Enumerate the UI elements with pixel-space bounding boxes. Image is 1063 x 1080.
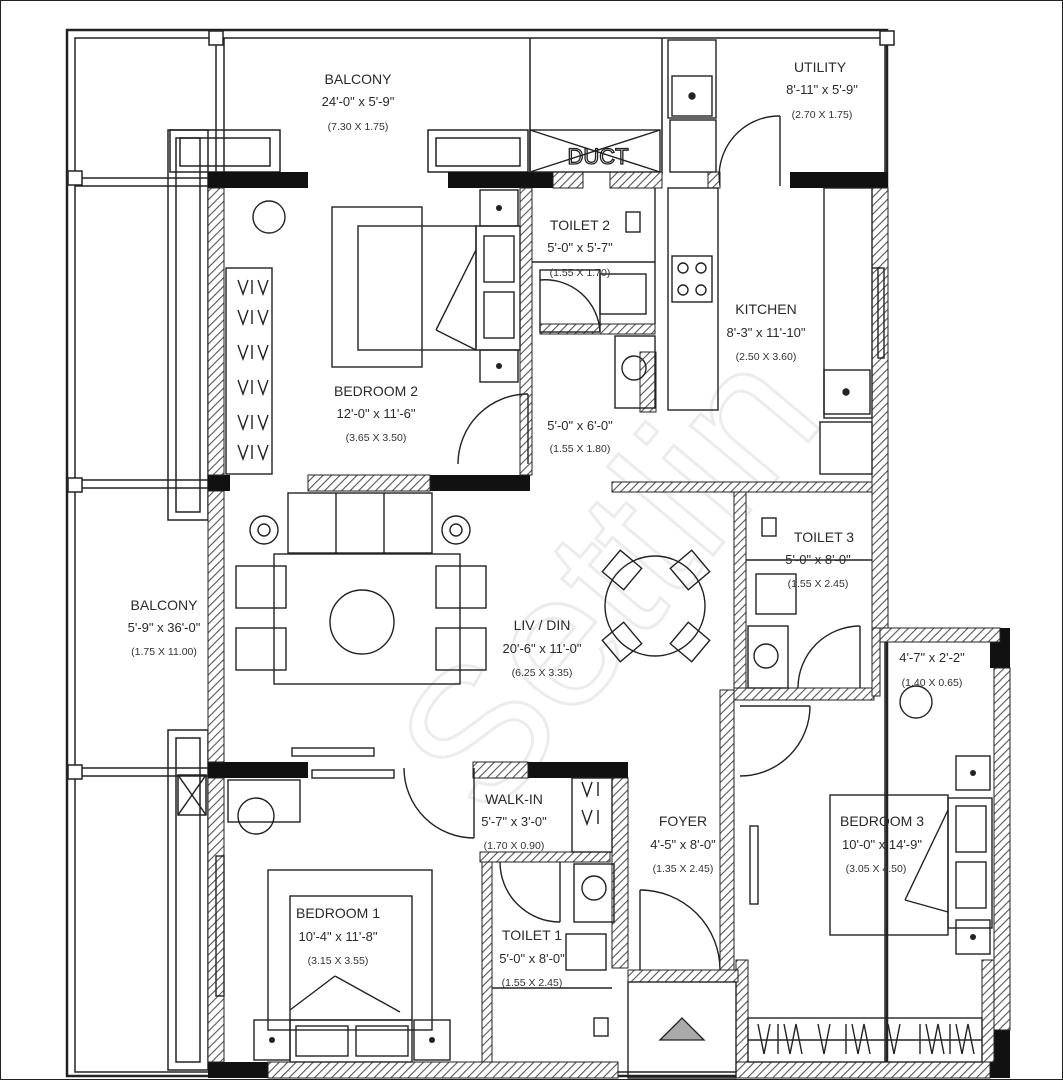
- room-name: BEDROOM 1: [296, 905, 380, 921]
- room-dimension: 8'-11" x 5'-9": [786, 82, 858, 97]
- label-balcony-left: BALCONY 5'-9" x 36'-0" (1.75 X 11.00): [128, 597, 201, 658]
- room-metric: (1.55 X 2.45): [502, 977, 563, 989]
- room-metric: (6.25 X 3.35): [512, 667, 573, 679]
- label-balcony-top: BALCONY 24'-0" x 5'-9" (7.30 X 1.75): [322, 71, 395, 133]
- room-name: FOYER: [659, 813, 707, 829]
- room-dimension: 4'-5" x 8'-0": [650, 837, 716, 852]
- fixtures: [215, 39, 993, 1079]
- room-dimension: 4'-7" x 2'-2": [899, 650, 965, 665]
- entrance-arrow-icon: [658, 1017, 706, 1041]
- room-name: BEDROOM 3: [840, 813, 924, 829]
- room-name: LIV / DIN: [514, 617, 571, 633]
- room-name: KITCHEN: [735, 301, 796, 317]
- label-bedroom-3: BEDROOM 3 10'-0" x 14'-9" (3.05 X 4.50): [840, 813, 924, 875]
- label-toilet-3: TOILET 3 5'-0" x 8'-0" (1.55 X 2.45): [785, 529, 854, 590]
- room-dimension: 24'-0" x 5'-9": [322, 94, 395, 109]
- room-dimension: 5'-0" x 5'-7": [547, 240, 613, 255]
- room-metric: (1.55 X 2.45): [788, 578, 849, 590]
- column-markers: [67, 30, 895, 780]
- room-metric: (1.70 X 0.90): [484, 840, 545, 852]
- room-metric: (7.30 X 1.75): [328, 121, 389, 133]
- fixture-dots: [269, 93, 976, 1043]
- room-name: TOILET 1: [502, 927, 562, 943]
- room-name: TOILET 3: [794, 529, 854, 545]
- room-name: WALK-IN: [485, 791, 543, 807]
- room-metric: (1.55 X 1.80): [550, 443, 611, 455]
- label-kitchen: KITCHEN 8'-3" x 11'-10" (2.50 X 3.60): [727, 301, 806, 363]
- walls-hatched: [207, 171, 1011, 1079]
- label-passage: 5'-0" x 6'-0" (1.55 X 1.80): [547, 418, 613, 455]
- room-dimension: 5'-7" x 3'-0": [481, 814, 547, 829]
- room-dimension: 5'-0" x 8'-0": [499, 951, 565, 966]
- room-dimension: 10'-4" x 11'-8": [299, 929, 378, 944]
- room-dimension: 5'-0" x 6'-0": [547, 418, 613, 433]
- label-toilet-2: TOILET 2 5'-0" x 5'-7" (1.55 X 1.70): [547, 217, 613, 279]
- label-toilet-1: TOILET 1 5'-0" x 8'-0" (1.55 X 2.45): [499, 927, 565, 989]
- room-metric: (1.35 X 2.45): [653, 863, 714, 875]
- room-metric: (1.55 X 1.70): [550, 267, 611, 279]
- room-metric: (2.70 X 1.75): [792, 109, 853, 121]
- room-metric: (3.05 X 4.50): [846, 863, 907, 875]
- walls-solid: [208, 172, 1010, 1078]
- room-metric: (1.75 X 11.00): [131, 646, 197, 658]
- label-walk-in: WALK-IN 5'-7" x 3'-0" (1.70 X 0.90): [481, 791, 547, 852]
- room-name: BALCONY: [325, 71, 393, 87]
- duct-label: DUCT: [567, 144, 628, 169]
- room-metric: (3.15 X 3.55): [308, 955, 369, 967]
- label-bedroom-1: BEDROOM 1 10'-4" x 11'-8" (3.15 X 3.55): [296, 905, 380, 967]
- room-dimension: 12'-0" x 11'-6": [337, 406, 416, 421]
- room-dimension: 10'-0" x 14'-9": [842, 837, 922, 852]
- room-dimension: 20'-6" x 11'-0": [503, 641, 582, 656]
- room-name: BALCONY: [131, 597, 199, 613]
- room-metric: (3.65 X 3.50): [346, 432, 407, 444]
- label-bedroom-2: BEDROOM 2 12'-0" x 11'-6" (3.65 X 3.50): [334, 383, 418, 444]
- room-metric: (2.50 X 3.60): [736, 351, 797, 363]
- room-name: TOILET 2: [550, 217, 610, 233]
- label-liv-din: LIV / DIN 20'-6" x 11'-0" (6.25 X 3.35): [503, 617, 582, 679]
- label-store: 4'-7" x 2'-2" (1.40 X 0.65): [899, 650, 965, 689]
- room-name: BEDROOM 2: [334, 383, 418, 399]
- room-dimension: 5'-9" x 36'-0": [128, 620, 201, 635]
- label-foyer: FOYER 4'-5" x 8'-0" (1.35 X 2.45): [650, 813, 716, 875]
- label-utility: UTILITY 8'-11" x 5'-9" (2.70 X 1.75): [786, 59, 858, 121]
- room-metric: (1.40 X 0.65): [902, 677, 963, 689]
- room-dimension: 5'-0" x 8'-0": [785, 552, 851, 567]
- room-name: UTILITY: [794, 59, 847, 75]
- room-dimension: 8'-3" x 11'-10": [727, 325, 806, 340]
